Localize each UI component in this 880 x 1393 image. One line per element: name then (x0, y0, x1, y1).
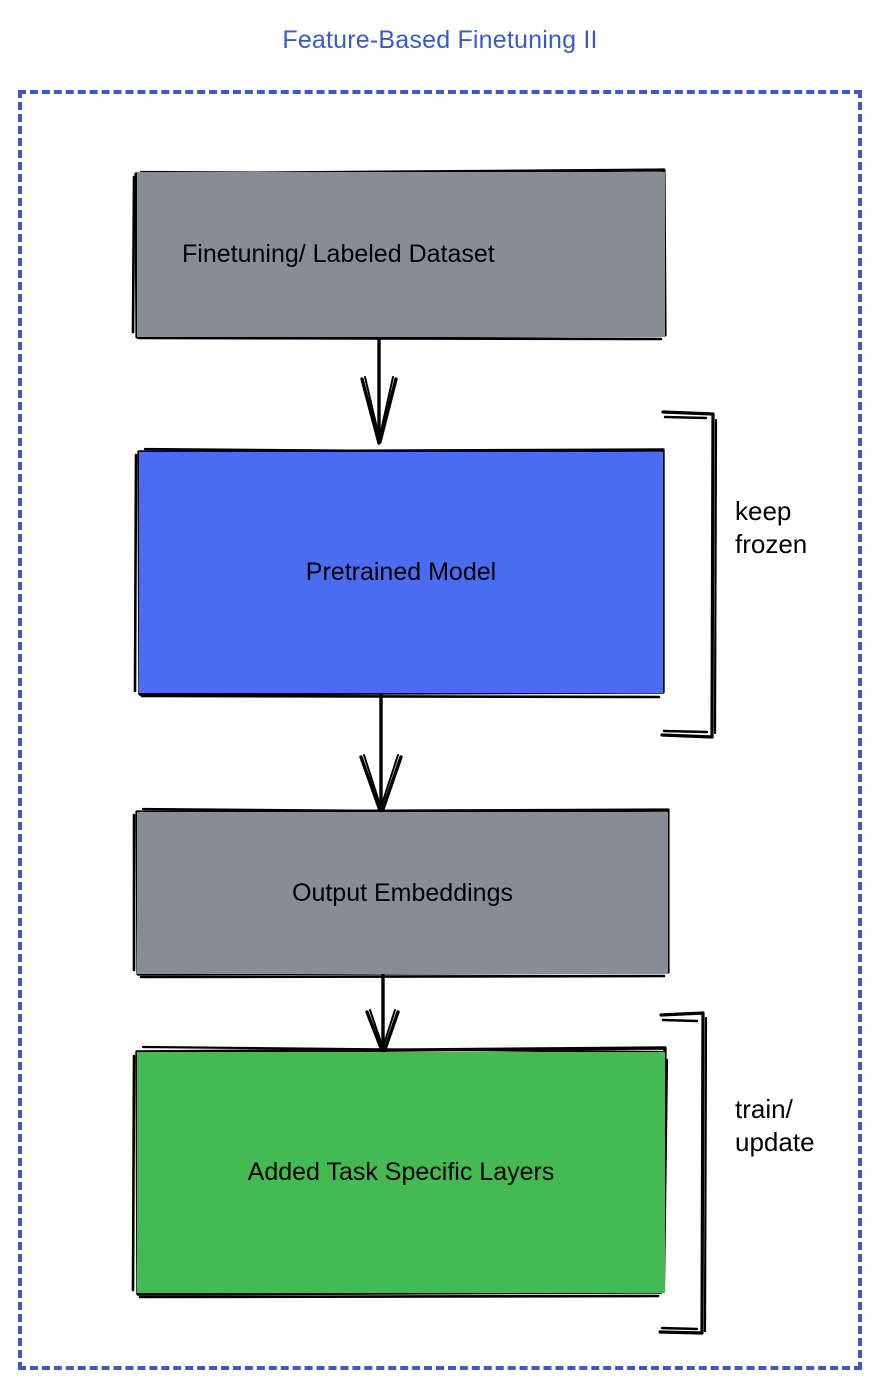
dashed-outer-frame (18, 90, 862, 1370)
node-pretrained-label: Pretrained Model (305, 558, 497, 586)
annotation-train-update: train/ update (735, 1094, 815, 1157)
node-pretrained[interactable]: Pretrained Model (139, 452, 663, 693)
page-title: Feature-Based Finetuning II (282, 26, 598, 54)
annotation-keep-frozen: keep frozen (735, 496, 808, 559)
node-dataset[interactable]: Finetuning/ Labeled Dataset (137, 172, 665, 337)
node-dataset-label: Finetuning/ Labeled Dataset (182, 240, 495, 268)
node-task-layers[interactable]: Added Task Specific Layers (137, 1052, 665, 1293)
node-embeddings-label: Output Embeddings (292, 878, 513, 907)
node-embeddings[interactable]: Output Embeddings (137, 812, 668, 974)
node-task-layers-label: Added Task Specific Layers (247, 1158, 555, 1186)
